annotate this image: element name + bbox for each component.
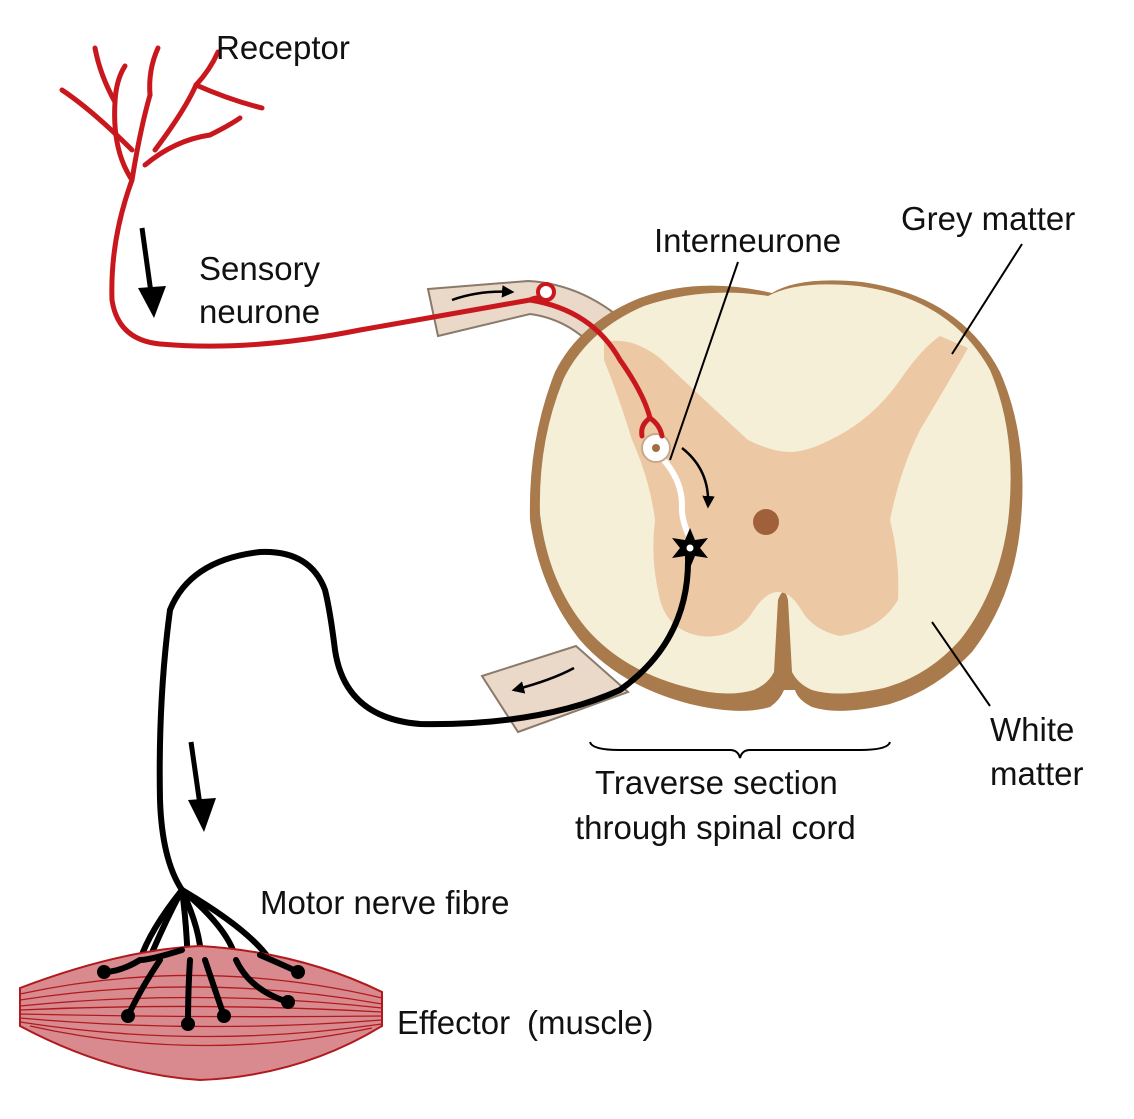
muscle-effector bbox=[19, 944, 383, 1082]
interneurone bbox=[641, 433, 693, 541]
white-matter-label-line2: matter bbox=[990, 755, 1084, 792]
sensory-label-line2: neurone bbox=[199, 293, 320, 330]
grey-matter-label: Grey matter bbox=[901, 200, 1075, 237]
sensory-label-line1: Sensory bbox=[199, 250, 321, 287]
motor-label: Motor nerve fibre bbox=[260, 884, 509, 921]
receptor-label: Receptor bbox=[216, 29, 350, 66]
ventral-nerve-root bbox=[480, 644, 630, 734]
section-brace bbox=[589, 741, 891, 759]
section-label-line2: through spinal cord bbox=[575, 809, 856, 846]
section-label-line1: Traverse section bbox=[595, 764, 838, 801]
sensory-neurone bbox=[59, 45, 665, 439]
arrow-down-icon bbox=[188, 741, 216, 832]
arrow-down-icon bbox=[138, 227, 166, 318]
white-matter-label-line1: White bbox=[990, 711, 1074, 748]
interneurone-label: Interneurone bbox=[654, 222, 841, 259]
central-canal bbox=[753, 509, 779, 535]
sensory-cell-body bbox=[536, 282, 556, 302]
arrow-curved-icon bbox=[681, 447, 715, 509]
spinal-cord-section bbox=[529, 280, 1023, 711]
effector-label: Effector bbox=[397, 1004, 510, 1041]
leader-lines bbox=[669, 243, 1023, 707]
grey-matter bbox=[604, 336, 968, 637]
muscle-label: (muscle) bbox=[527, 1004, 654, 1041]
arrow-right-icon bbox=[451, 285, 515, 302]
arrow-left-icon bbox=[511, 666, 575, 694]
